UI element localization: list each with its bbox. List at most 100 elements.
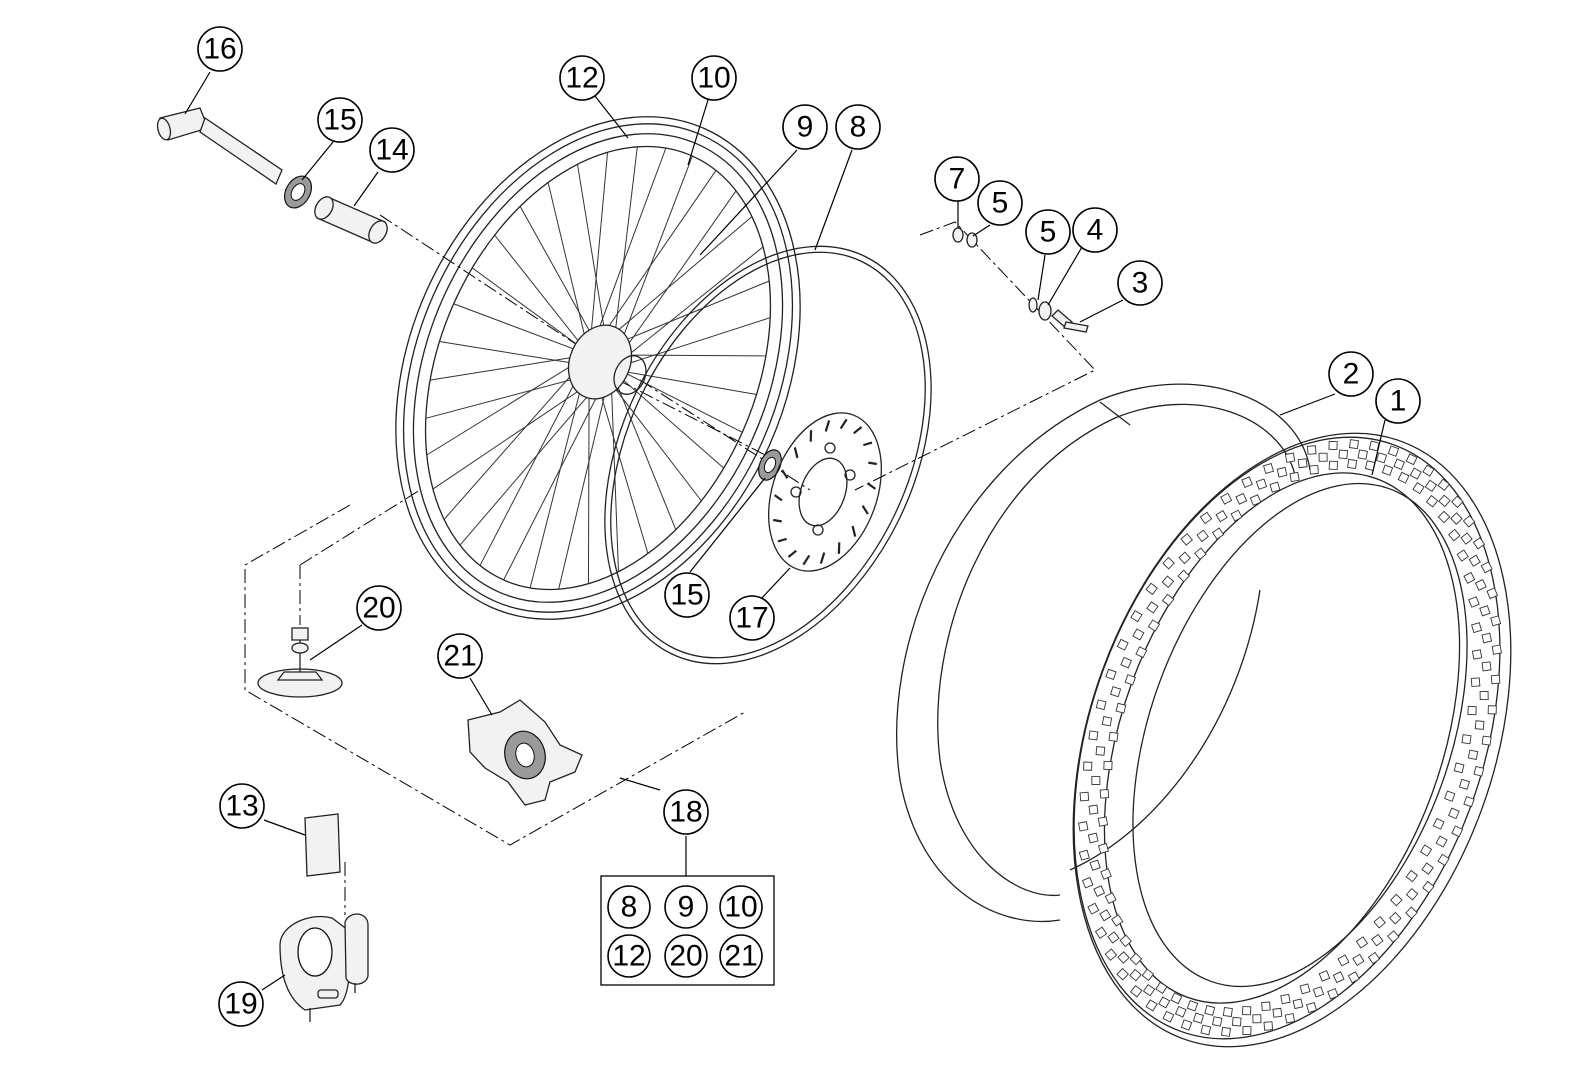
tread-block (1347, 971, 1360, 984)
tread-block (1262, 462, 1274, 475)
tread-block (1276, 466, 1288, 478)
tread-block (1421, 862, 1434, 875)
callout-5-first: 5 (977, 180, 1023, 226)
tread-block (1479, 690, 1489, 701)
disc-slot (863, 441, 873, 447)
tread-block (1328, 460, 1338, 470)
callout-4-text: 4 (1087, 214, 1104, 247)
tread-block (1177, 569, 1191, 583)
tread-block (1491, 644, 1502, 655)
tread-block (1158, 996, 1171, 1009)
kit-item-21: 21 (719, 934, 763, 978)
tread-block (1306, 1001, 1318, 1014)
tread-block (1371, 933, 1384, 947)
tread-block (1480, 561, 1493, 574)
tread-block (1397, 471, 1410, 484)
tread-block (1444, 790, 1456, 802)
tread-block (1095, 746, 1106, 756)
tread-block (1280, 993, 1291, 1005)
callout-18: 18 (663, 789, 709, 835)
callout-18-text: 18 (669, 796, 702, 829)
tread-block (1453, 762, 1465, 774)
tread-block (1211, 527, 1225, 540)
tread-block (1425, 495, 1439, 508)
callout-8: 8 (835, 104, 881, 150)
tread-block (1162, 1010, 1175, 1023)
tread-block (1241, 476, 1253, 489)
tread-block (1424, 479, 1438, 493)
tread-block (1357, 449, 1368, 460)
tread-block (1463, 571, 1476, 584)
callout-9: 9 (782, 104, 828, 150)
tread-block (1487, 705, 1497, 715)
kit-item-10: 10 (719, 885, 763, 929)
tread-block (1292, 998, 1304, 1010)
tread-block (1468, 596, 1480, 608)
spoke (430, 354, 590, 381)
tread-block (1471, 649, 1483, 660)
tread-block (1437, 510, 1451, 524)
tread-block (1111, 914, 1124, 927)
tread-block (1095, 699, 1107, 711)
tread-block (1108, 731, 1119, 742)
tread-block (1104, 892, 1117, 905)
tread-block (1299, 983, 1311, 995)
callout-3: 3 (1117, 260, 1163, 306)
disc-slot (853, 426, 863, 435)
sensor-pad-part (304, 813, 341, 877)
callout-5-second: 5 (1025, 209, 1071, 255)
callout-5-second-text: 5 (1040, 216, 1057, 249)
kit-item-20: 20 (664, 934, 708, 978)
tread-block (1471, 622, 1483, 634)
tread-block (1089, 859, 1101, 871)
tread-block (1180, 1019, 1193, 1031)
tread-block (1078, 849, 1090, 861)
tread-block (1284, 1013, 1296, 1024)
brake-disc-slots (773, 418, 877, 566)
disc-slot (861, 505, 869, 515)
tread-block (1231, 1016, 1242, 1027)
assembly-dashed-lines (244, 214, 1096, 915)
spacer-part (314, 196, 388, 244)
tread-block (1170, 992, 1183, 1005)
tread-block (1463, 795, 1475, 808)
tread-block (1435, 835, 1448, 848)
tread-block (1451, 495, 1464, 509)
spoke (588, 170, 717, 356)
tread-block (1161, 593, 1175, 607)
tread-block (1120, 656, 1132, 669)
disc-slot (777, 537, 787, 543)
tread-block (1117, 951, 1130, 964)
tread-block (1422, 880, 1435, 894)
tread-block (1387, 445, 1400, 457)
tread-block (1215, 510, 1228, 523)
tread-block (1437, 853, 1450, 867)
tread-block (1409, 467, 1422, 480)
inner-tube-part (896, 383, 1311, 923)
tread-block (1448, 528, 1461, 542)
tread-block (1419, 844, 1433, 857)
tread-block (1221, 1026, 1232, 1037)
axle-part (156, 107, 283, 185)
tread-block (1124, 674, 1136, 686)
tread-block (1462, 515, 1476, 528)
tread-block (1474, 579, 1487, 591)
tread-block (1348, 439, 1359, 450)
tread-block (1222, 1007, 1233, 1018)
disc-slot (868, 461, 877, 466)
tread-block (1405, 869, 1419, 883)
tread-block (1204, 1005, 1216, 1016)
tread-block (1481, 632, 1493, 644)
tread-block (1255, 478, 1268, 490)
callout-17: 17 (729, 595, 775, 641)
tread-block (1212, 1016, 1223, 1027)
tread-block (1252, 1014, 1262, 1024)
tread-block (1393, 458, 1406, 471)
tread-block (1332, 971, 1345, 984)
tread-block (1116, 638, 1129, 651)
tread-block (1327, 987, 1339, 1000)
tread-block (1306, 445, 1317, 455)
tread-block (1284, 452, 1296, 463)
tread-block (1129, 952, 1143, 966)
tread-block (1269, 481, 1281, 493)
